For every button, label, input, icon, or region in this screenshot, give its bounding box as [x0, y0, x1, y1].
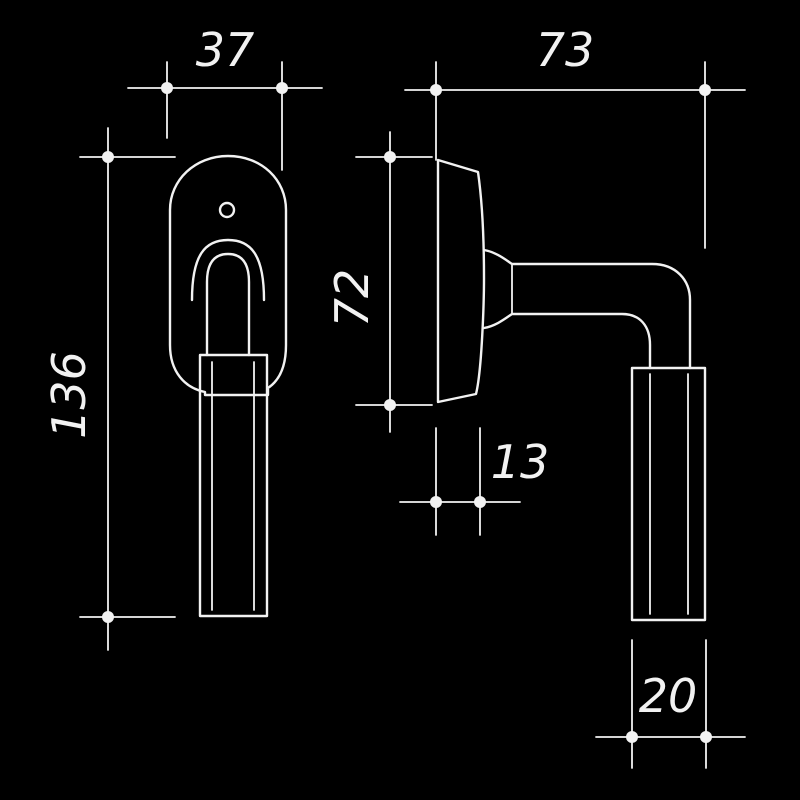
dimension-total-height: 136	[42, 127, 176, 651]
dimension-label-72: 72	[325, 269, 379, 328]
side-view	[436, 158, 707, 622]
side-grip-bar	[630, 366, 707, 622]
dimension-rose-depth: 13	[399, 427, 550, 536]
dimension-label-73: 73	[536, 23, 595, 77]
dimension-rose-width: 37	[127, 23, 323, 171]
dimension-label-20: 20	[639, 669, 698, 723]
front-spindle-hole	[218, 201, 236, 219]
dimension-label-37: 37	[196, 23, 255, 77]
front-neck-inner	[205, 252, 251, 357]
side-handle-arm-top	[482, 248, 692, 370]
dimension-projection: 73	[404, 23, 746, 249]
dimension-grip-width: 20	[595, 639, 746, 769]
front-rose-plate	[168, 154, 288, 397]
dimension-rose-height: 72	[325, 131, 433, 433]
side-rose-plate	[436, 158, 486, 404]
side-handle-arm-bottom	[482, 312, 652, 370]
front-view	[168, 154, 288, 618]
dimension-label-13: 13	[491, 435, 550, 489]
dimension-label-136: 136	[42, 351, 96, 439]
front-grip-bar	[198, 353, 269, 618]
front-neck-outer	[190, 238, 266, 302]
